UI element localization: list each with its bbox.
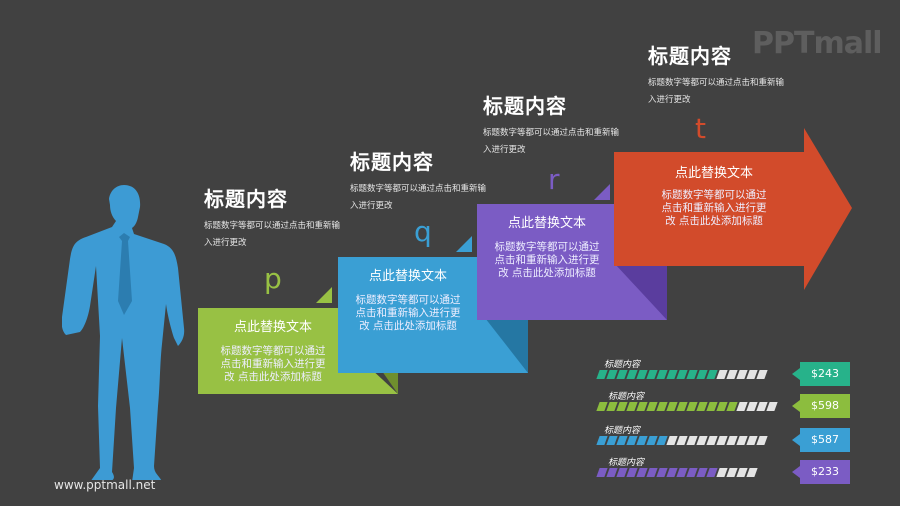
progress-bar <box>596 402 778 411</box>
step-desc: 标题数字等都可以通过点击和重新输入进行更改 点击此处添加标题 <box>494 241 600 279</box>
step-title: 点此替换文本 <box>674 166 753 181</box>
step-desc: 标题数字等都可以通过点击和重新输入进行更改 点击此处添加标题 <box>355 294 461 332</box>
value-tag: $598 <box>792 394 850 418</box>
progress-label: 标题内容 <box>608 458 645 468</box>
step-desc: 标题数字等都可以通过点击和重新输入进行更改 点击此处添加标题 <box>220 345 326 383</box>
corner-triangle <box>594 184 610 200</box>
heading-block-4: 标题内容 标题数字等都可以通过点击和重新输入进行更改 <box>648 40 788 109</box>
progress-bar <box>596 468 758 477</box>
step-title: 点此替换文本 <box>507 216 586 231</box>
step-letter-q: q <box>414 215 432 248</box>
progress-label: 标题内容 <box>608 392 645 402</box>
heading-title: 标题内容 <box>204 187 288 211</box>
step-title: 点此替换文本 <box>233 320 312 335</box>
heading-block-2: 标题内容 标题数字等都可以通过点击和重新输入进行更改 <box>350 146 490 215</box>
value-tag: $587 <box>792 428 850 452</box>
step-card-3[interactable]: 点此替换文本 标题数字等都可以通过点击和重新输入进行更改 点击此处添加标题 <box>477 204 617 280</box>
businessman-silhouette-icon <box>62 185 185 480</box>
progress-row: 标题内容 <box>596 389 778 411</box>
value-tag: $243 <box>792 362 850 386</box>
progress-segment-empty <box>766 402 778 411</box>
value-tag: $233 <box>792 460 850 484</box>
progress-segment-empty <box>756 370 768 379</box>
arrow-card-bg <box>614 128 852 290</box>
website-url[interactable]: www.pptmall.net <box>54 478 156 492</box>
heading-title: 标题内容 <box>483 94 567 118</box>
heading-desc: 标题数字等都可以通过点击和重新输入进行更改 <box>204 221 341 248</box>
heading-title: 标题内容 <box>648 44 732 68</box>
heading-desc: 标题数字等都可以通过点击和重新输入进行更改 <box>648 78 785 105</box>
step-desc: 标题数字等都可以通过点击和重新输入进行更改 点击此处添加标题 <box>661 189 767 227</box>
progress-bar <box>596 436 768 445</box>
heading-block-3: 标题内容 标题数字等都可以通过点击和重新输入进行更改 <box>483 90 623 159</box>
progress-row: 标题内容 <box>596 455 758 477</box>
progress-segment-empty <box>746 468 758 477</box>
step-letter-p: p <box>264 262 282 295</box>
step-card-1-content[interactable]: 点此替换文本 标题数字等都可以通过点击和重新输入进行更改 点击此处添加标题 <box>198 308 348 384</box>
progress-row: 标题内容 <box>596 423 768 445</box>
heading-title: 标题内容 <box>350 150 434 174</box>
progress-bar <box>596 370 768 379</box>
heading-desc: 标题数字等都可以通过点击和重新输入进行更改 <box>350 184 487 211</box>
pptmall-logo: PPTmall <box>752 26 883 61</box>
corner-triangle <box>316 287 332 303</box>
step-letter-t: t <box>695 112 706 145</box>
heading-desc: 标题数字等都可以通过点击和重新输入进行更改 <box>483 128 620 155</box>
progress-row: 标题内容 <box>596 357 768 379</box>
progress-label: 标题内容 <box>604 360 641 370</box>
progress-label: 标题内容 <box>604 426 641 436</box>
step-card-2[interactable]: 点此替换文本 标题数字等都可以通过点击和重新输入进行更改 点击此处添加标题 <box>338 257 478 333</box>
corner-triangle <box>456 236 472 252</box>
step-card-4[interactable]: 点此替换文本 标题数字等都可以通过点击和重新输入进行更改 点击此处添加标题 <box>614 152 814 228</box>
heading-block-1: 标题内容 标题数字等都可以通过点击和重新输入进行更改 <box>204 183 344 252</box>
progress-segment-empty <box>756 436 768 445</box>
step-letter-r: r <box>548 163 560 196</box>
step-title: 点此替换文本 <box>368 269 447 284</box>
